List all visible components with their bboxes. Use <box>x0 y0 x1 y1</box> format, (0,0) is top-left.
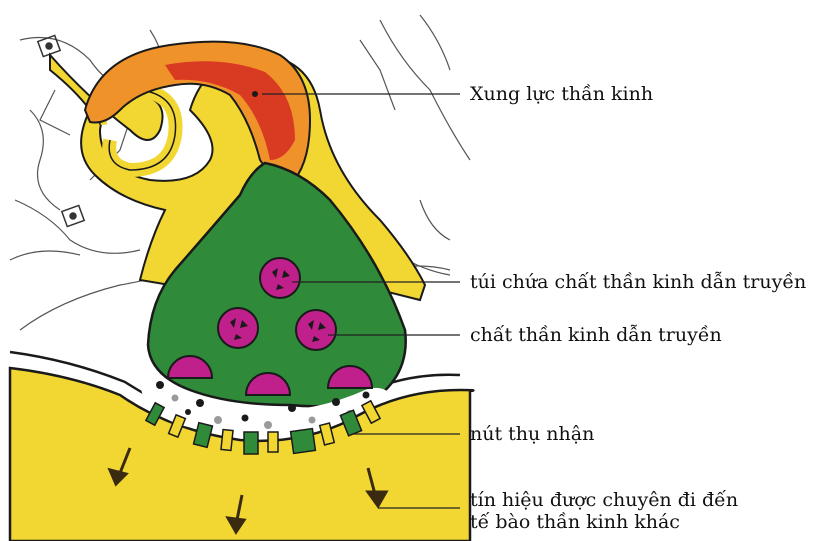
label-signal-line1: tín hiệu được chuyên đi đến <box>470 489 738 511</box>
label-signal-line2: tế bào thần kinh khác <box>470 511 680 533</box>
label-vesicle: túi chứa chất thần kinh dẫn truyền <box>470 271 806 293</box>
vesicle <box>296 310 336 350</box>
label-neurotransmitter: chất thần kinh dẫn truyền <box>470 324 722 346</box>
label-nerve-impulse: Xung lực thần kinh <box>470 83 653 105</box>
impulse-dot <box>252 91 258 97</box>
vesicle <box>260 258 300 298</box>
vesicle <box>218 308 258 348</box>
label-receptor: nút thụ nhận <box>470 423 594 445</box>
